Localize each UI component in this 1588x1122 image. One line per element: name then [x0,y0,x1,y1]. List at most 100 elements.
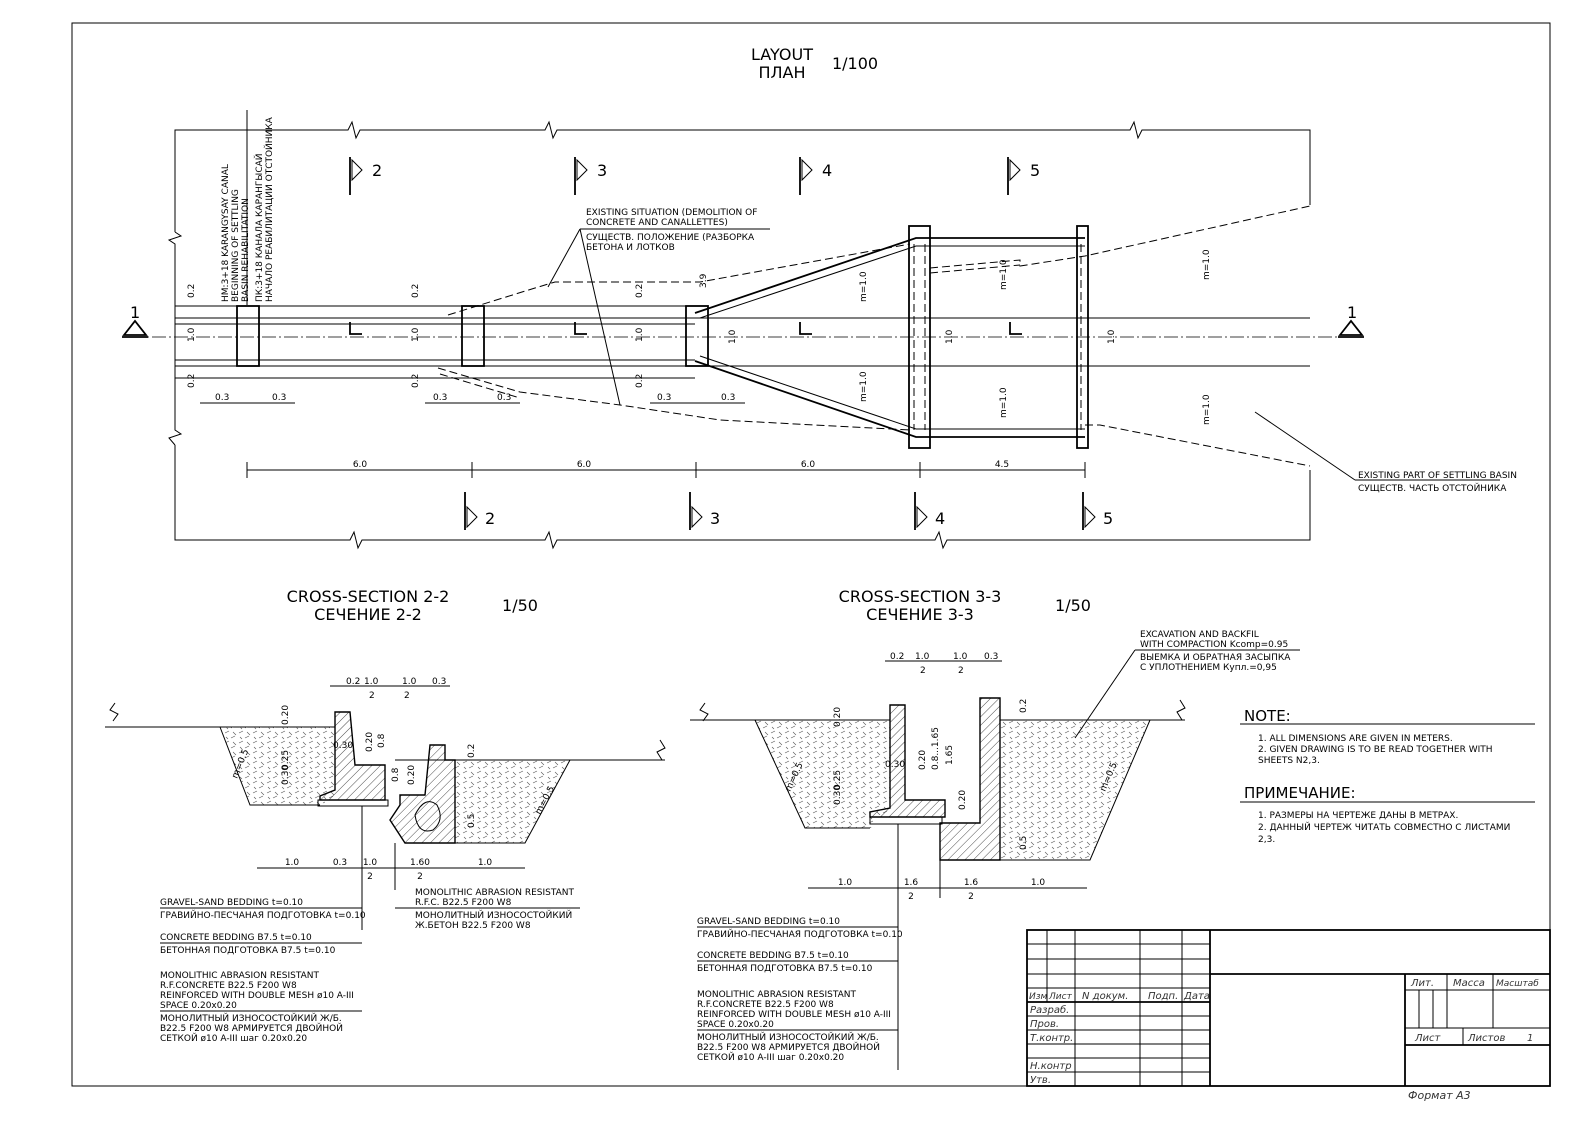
svg-text:Лист: Лист [1414,1033,1442,1044]
svg-text:СУЩЕСТВ. ПОЛОЖЕНИЕ (РАЗБОРКА: СУЩЕСТВ. ПОЛОЖЕНИЕ (РАЗБОРКА [586,233,755,243]
svg-text:1.6: 1.6 [964,878,979,888]
svg-text:Ж.БЕТОН B22.5 F200 W8: Ж.БЕТОН B22.5 F200 W8 [415,921,531,931]
svg-text:MONOLITHIC ABRASION RESISTANT: MONOLITHIC ABRASION RESISTANT [415,888,575,898]
svg-text:R.F.C. B22.5 F200 W8: R.F.C. B22.5 F200 W8 [415,898,512,908]
svg-text:БЕТОННАЯ ПОДГОТОВКА B7.5 t=0.1: БЕТОННАЯ ПОДГОТОВКА B7.5 t=0.10 [697,964,873,974]
svg-text:2. ДАННЫЙ ЧЕРТЕЖ ЧИТАТЬ СОВМЕС: 2. ДАННЫЙ ЧЕРТЕЖ ЧИТАТЬ СОВМЕСТНО С ЛИСТ… [1258,821,1510,833]
section-1-left-marker [122,319,148,336]
existing-part-note: EXISTING PART OF SETTLING BASIN СУЩЕСТВ.… [1254,411,1517,494]
svg-text:2: 2 [908,892,914,902]
svg-text:2: 2 [369,691,375,701]
plan-left-break [167,231,183,446]
svg-text:6.0: 6.0 [577,460,592,470]
svg-text:МОНОЛИТНЫЙ ИЗНОСОСТОЙКИЙ Ж/Б.: МОНОЛИТНЫЙ ИЗНОСОСТОЙКИЙ Ж/Б. [160,1012,342,1024]
svg-text:МОНОЛИТНЫЙ ИЗНОСОСТОЙКИЙ Ж/Б.: МОНОЛИТНЫЙ ИЗНОСОСТОЙКИЙ Ж/Б. [697,1031,879,1043]
svg-text:0.3: 0.3 [272,393,286,403]
svg-text:0.30: 0.30 [885,760,905,770]
notes-block: NOTE: 1. ALL DIMENSIONS ARE GIVEN IN MET… [1240,707,1535,845]
svg-text:m=1.0: m=1.0 [859,371,869,402]
svg-text:EXISTING PART OF SETTLING BASI: EXISTING PART OF SETTLING BASIN [1358,471,1517,481]
layout-title-ru: ПЛАН [758,63,805,82]
svg-text:0.20: 0.20 [407,765,417,785]
svg-text:0.20: 0.20 [281,705,291,725]
svg-text:2: 2 [968,892,974,902]
svg-text:m=1.0: m=1.0 [999,387,1009,418]
svg-text:2: 2 [417,872,423,882]
svg-text:5: 5 [1103,509,1113,528]
svg-text:1.0: 1.0 [1107,329,1117,344]
svg-text:6.0: 6.0 [801,460,816,470]
svg-text:0.20: 0.20 [365,732,375,752]
section3-drawing: EXCAVATION AND BACKFIL WITH COMPACTION K… [690,630,1300,1070]
svg-text:m=1.0: m=1.0 [859,271,869,302]
layout-title-en: LAYOUT [751,45,813,64]
layout-scale: 1/100 [832,54,878,73]
svg-text:0.25: 0.25 [281,750,291,770]
svg-text:3.9: 3.9 [699,273,709,288]
svg-text:0.3: 0.3 [497,393,511,403]
svg-text:СЕТКОЙ ø10 A-III шаг 0.20x0.20: СЕТКОЙ ø10 A-III шаг 0.20x0.20 [697,1051,844,1063]
svg-text:Н.контр: Н.контр [1030,1061,1072,1072]
svg-text:1.0: 1.0 [635,327,645,342]
svg-text:БЕТОНА И ЛОТКОВ: БЕТОНА И ЛОТКОВ [586,243,675,253]
svg-text:1.0: 1.0 [838,878,853,888]
svg-text:0.2: 0.2 [890,652,904,662]
svg-text:ПК:3+18 КАНАЛА КАРАНГЫСАЙ: ПК:3+18 КАНАЛА КАРАНГЫСАЙ [253,153,265,302]
svg-text:1.6: 1.6 [904,878,919,888]
svg-text:EXCAVATION AND BACKFIL: EXCAVATION AND BACKFIL [1140,630,1259,640]
svg-text:2: 2 [958,666,964,676]
svg-text:1.0: 1.0 [364,677,379,687]
sheet-frame [71,22,1551,1087]
svg-text:REINFORCED WITH DOUBLE MESH ø1: REINFORCED WITH DOUBLE MESH ø10 A-III [160,991,354,1001]
svg-text:2: 2 [367,872,373,882]
svg-text:Лит.: Лит. [1410,978,1434,989]
section2-scale: 1/50 [502,596,538,615]
svg-text:0.30: 0.30 [833,785,843,805]
svg-text:Дата: Дата [1183,991,1210,1002]
svg-text:2. GIVEN DRAWING IS TO BE READ: 2. GIVEN DRAWING IS TO BE READ TOGETHER … [1258,745,1493,755]
svg-text:2: 2 [485,509,495,528]
svg-text:4: 4 [935,509,945,528]
section-1-right-marker [1338,319,1364,336]
svg-text:1.0: 1.0 [402,677,417,687]
svg-text:6.0: 6.0 [353,460,368,470]
svg-text:0.2: 0.2 [411,284,421,298]
svg-text:R.F.CONCRETE B22.5 F200 W8: R.F.CONCRETE B22.5 F200 W8 [160,981,297,991]
svg-text:БЕТОННАЯ ПОДГОТОВКА B7.5 t=0.1: БЕТОННАЯ ПОДГОТОВКА B7.5 t=0.10 [160,946,336,956]
plan-top-boundary [174,120,1311,232]
svg-text:m=1.0: m=1.0 [1202,394,1212,425]
svg-text:1.0: 1.0 [728,329,738,344]
svg-text:4.5: 4.5 [995,460,1009,470]
svg-text:Т.контр.: Т.контр. [1030,1033,1073,1044]
svg-text:Утв.: Утв. [1030,1075,1051,1086]
svg-text:EXISTING SITUATION (DEMOLITION: EXISTING SITUATION (DEMOLITION OF [586,208,757,218]
svg-text:СУЩЕСТВ. ЧАСТЬ ОТСТОЙНИКА: СУЩЕСТВ. ЧАСТЬ ОТСТОЙНИКА [1358,482,1507,494]
format-label: Формат А3 [1408,1089,1471,1102]
svg-text:MONOLITHIC ABRASION RESISTANT: MONOLITHIC ABRASION RESISTANT [160,971,320,981]
svg-text:0.8: 0.8 [391,767,401,782]
svg-text:WITH COMPACTION Kcomp=0.95: WITH COMPACTION Kcomp=0.95 [1140,640,1288,650]
svg-text:0.2: 0.2 [635,284,645,298]
svg-text:0.2: 0.2 [467,744,477,758]
svg-text:REINFORCED WITH DOUBLE MESH ø1: REINFORCED WITH DOUBLE MESH ø10 A-III [697,1010,891,1020]
svg-text:0.8...1.65: 0.8...1.65 [931,727,941,770]
svg-text:B22.5 F200 W8 АРМИРУЕТСЯ ДВОЙН: B22.5 F200 W8 АРМИРУЕТСЯ ДВОЙНОЙ [697,1041,880,1053]
svg-text:5: 5 [1030,161,1040,180]
svg-text:CONCRETE BEDDING B7.5 t=0.10: CONCRETE BEDDING B7.5 t=0.10 [160,933,312,943]
svg-text:1.0: 1.0 [915,652,930,662]
start-note: НМ:3+18 KARANGYSAY CANAL BEGINNING OF SE… [221,116,275,302]
svg-text:1.0: 1.0 [285,858,300,868]
svg-text:CONCRETE AND CANALLETTES): CONCRETE AND CANALLETTES) [586,218,728,228]
svg-text:0.3: 0.3 [215,393,229,403]
svg-text:0.2: 0.2 [346,677,360,687]
svg-text:2,3.: 2,3. [1258,835,1275,845]
svg-text:0.2: 0.2 [635,374,645,388]
svg-text:0.25: 0.25 [833,770,843,790]
svg-text:3: 3 [710,509,720,528]
svg-text:0.2: 0.2 [187,284,197,298]
section3-scale: 1/50 [1055,596,1091,615]
svg-text:SPACE 0.20x0.20: SPACE 0.20x0.20 [160,1001,237,1011]
svg-text:СЕТКОЙ ø10 A-III шаг 0.20x0.20: СЕТКОЙ ø10 A-III шаг 0.20x0.20 [160,1032,307,1044]
svg-text:1: 1 [130,303,140,322]
